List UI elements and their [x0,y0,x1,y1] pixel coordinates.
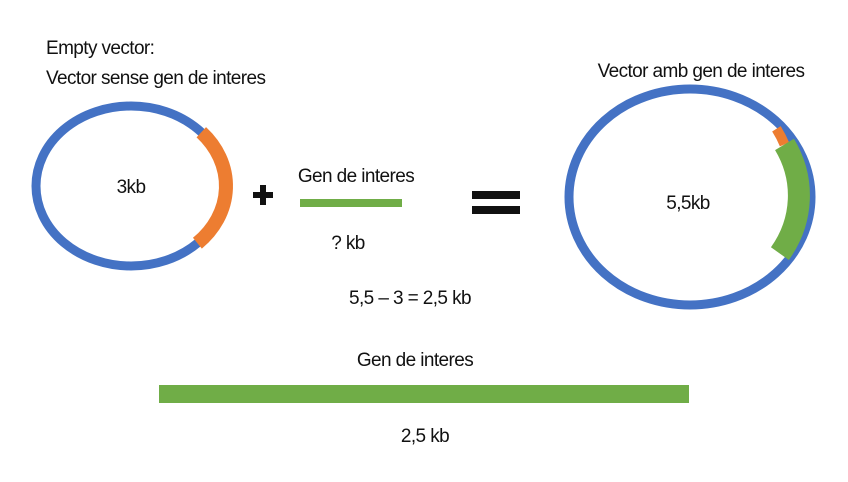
recombinant-vector-title: Vector amb gen de interes [598,61,805,82]
empty-vector-orange-segment [192,127,233,249]
gene-of-interest-size: ? kb [331,233,365,254]
gene-of-interest-bar [300,199,402,207]
result-gene-label: Gen de interes [357,350,473,371]
recombinant-vector-size: 5,5kb [666,193,710,214]
result-gene-bar [159,385,689,403]
equals-sign [472,191,520,214]
empty-vector-subtitle: Vector sense gen de interes [46,68,265,89]
empty-vector-title: Empty vector: [46,38,154,59]
recombinant-vector-orange-segment [772,126,790,147]
size-calculation: 5,5 – 3 = 2,5 kb [349,288,471,309]
plus-sign [253,185,273,205]
recombinant-vector-insert [770,138,810,260]
recombinant-vector-backbone [564,84,816,310]
result-gene-size: 2,5 kb [401,426,449,447]
gene-of-interest-label: Gen de interes [298,166,414,187]
empty-vector-size: 3kb [117,177,146,198]
